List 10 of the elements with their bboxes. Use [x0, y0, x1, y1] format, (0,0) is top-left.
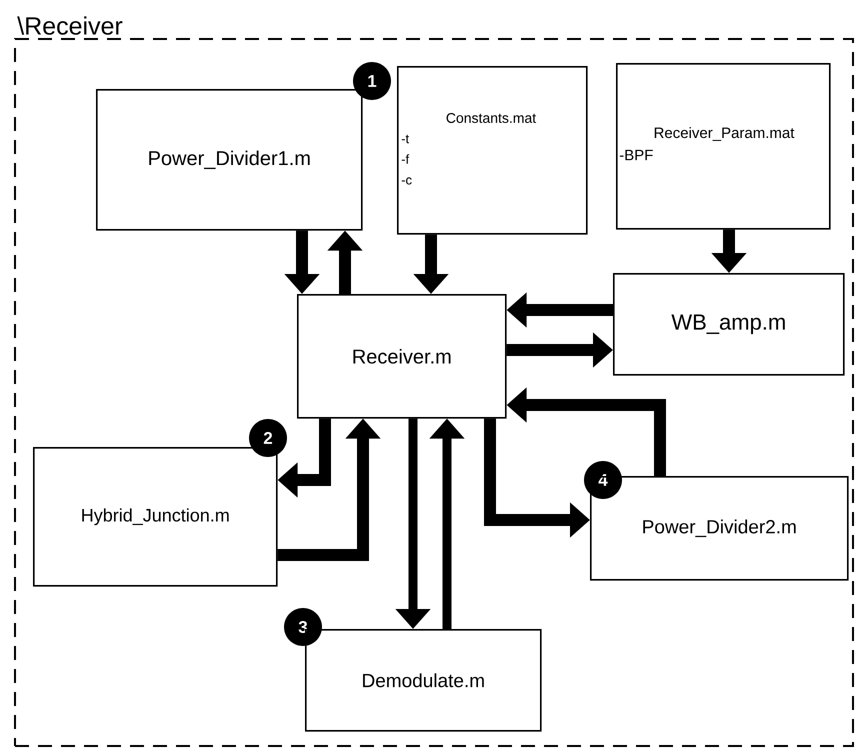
- file-box: Receiver.m: [297, 294, 507, 419]
- file-box: WB_amp.m: [613, 273, 845, 376]
- node-label: \Receiver: [17, 16, 122, 35]
- file-box: Constants.mat -t -f -c: [397, 66, 588, 235]
- file-box: Power_Divider1.m: [96, 89, 363, 231]
- number-badge: 2: [249, 419, 287, 457]
- file-box: Receiver_Param.mat -BPF: [616, 63, 831, 230]
- file-box: Demodulate.m: [305, 629, 542, 732]
- file-box: Hybrid_Junction.m: [33, 447, 278, 587]
- number-badge: 1: [353, 62, 391, 100]
